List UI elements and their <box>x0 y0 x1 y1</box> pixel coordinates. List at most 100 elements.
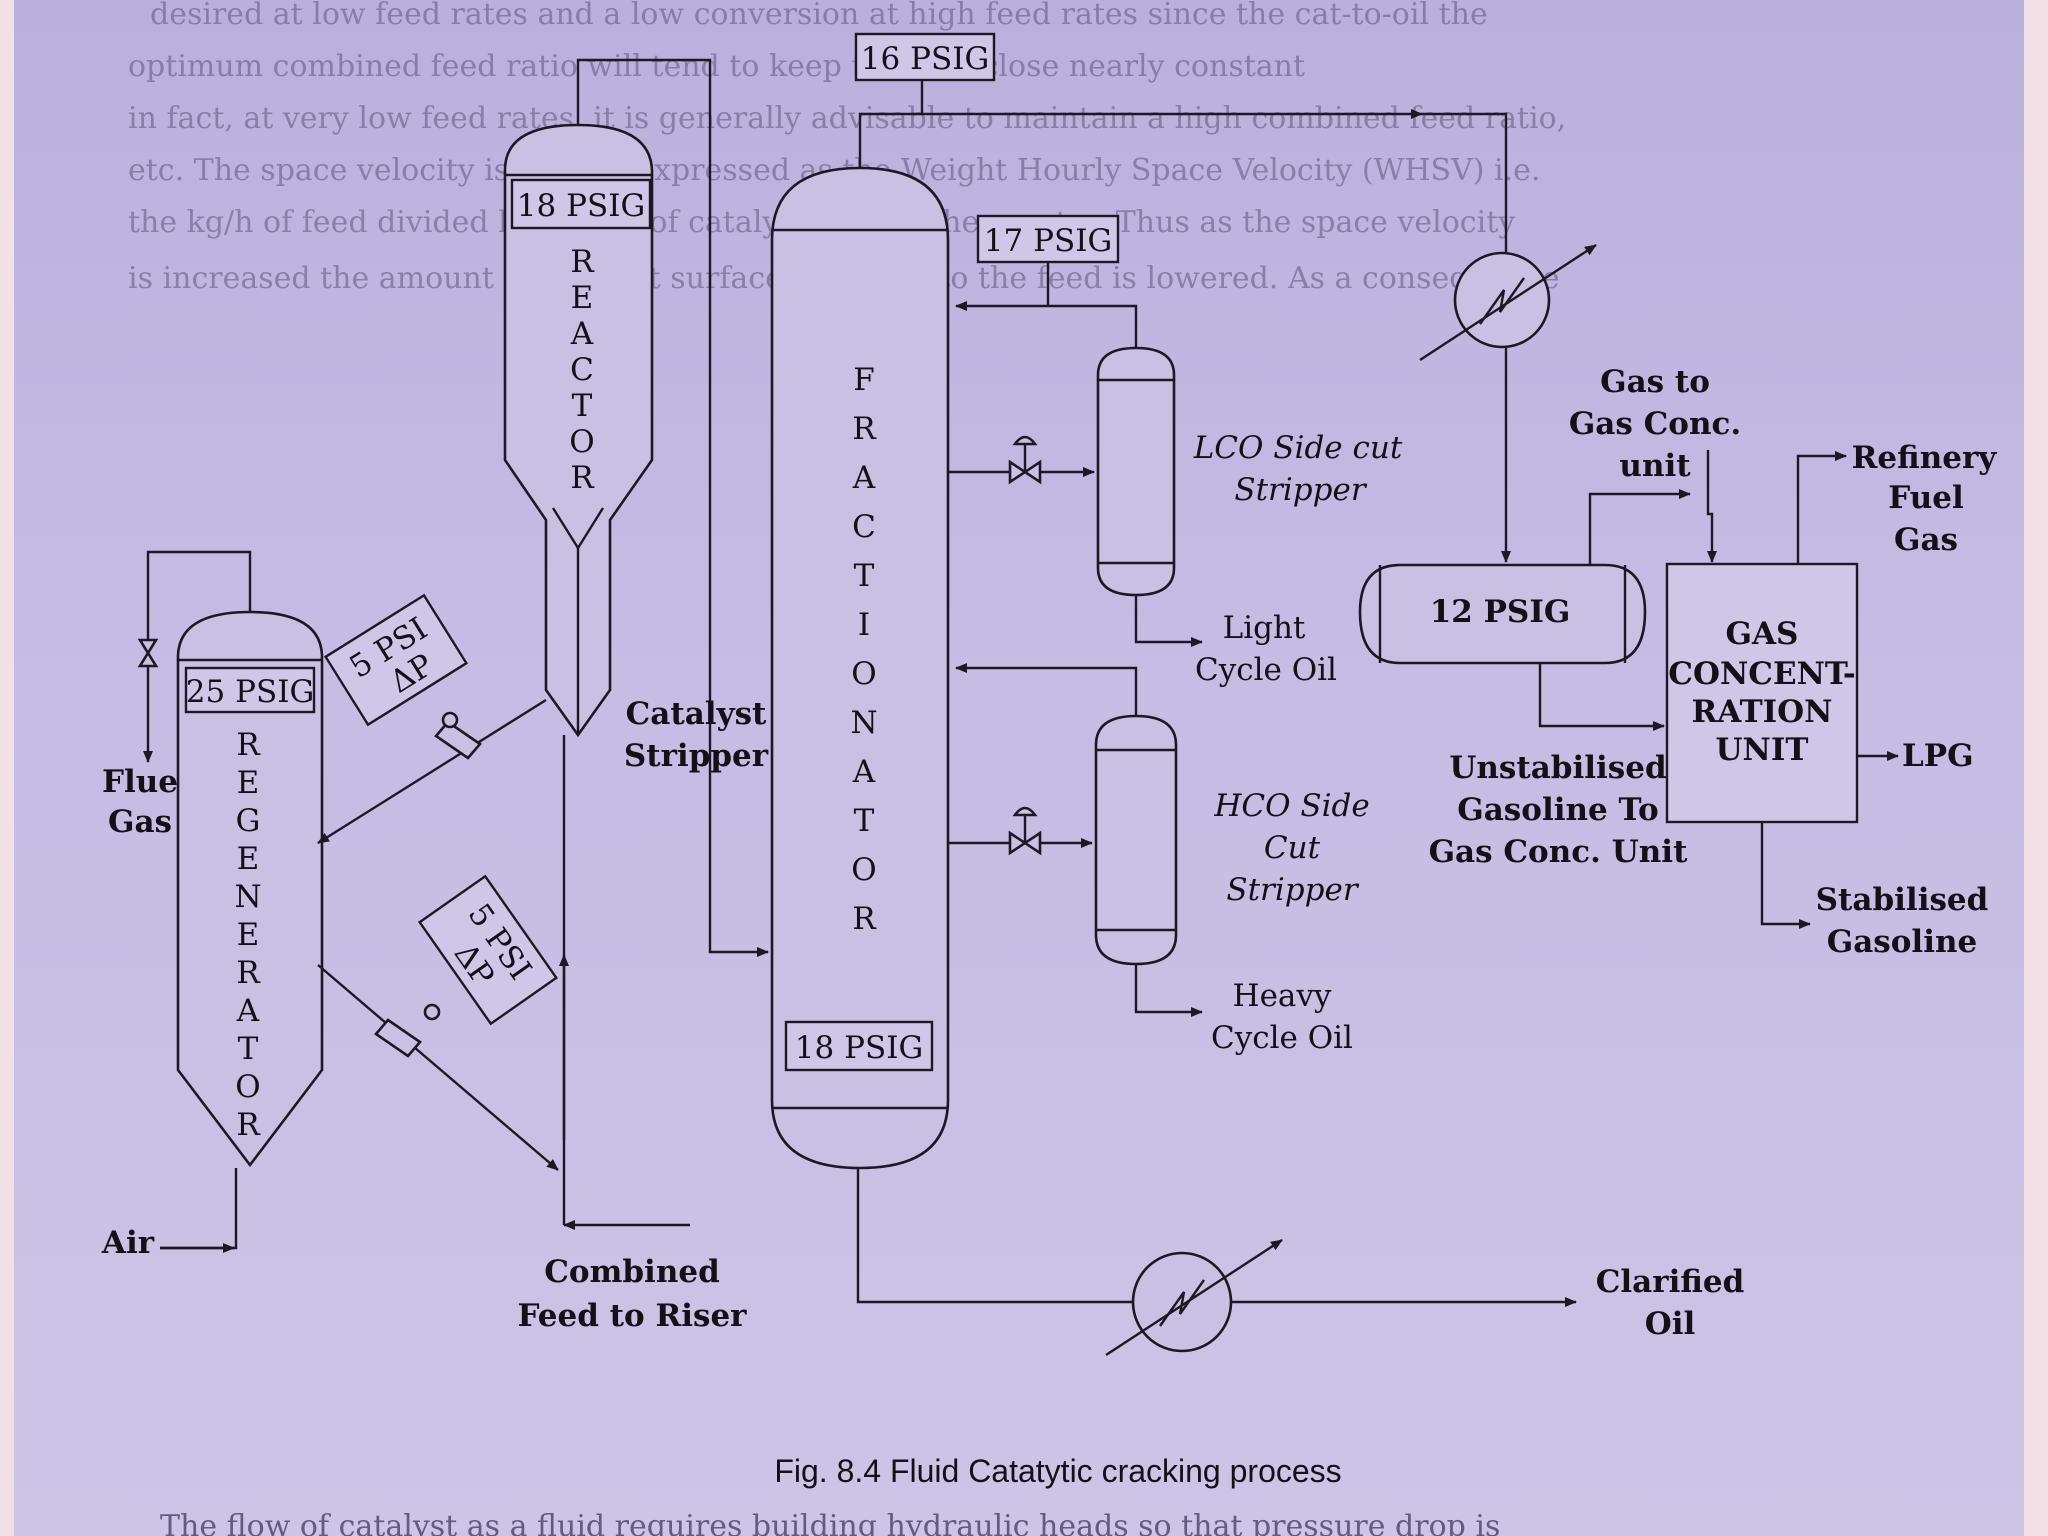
drum-gas-line <box>1588 489 1691 565</box>
lower-slide-valve: 5 PSI ΔP <box>374 874 558 1058</box>
flue-gas-line <box>137 550 252 763</box>
air-label: Air <box>101 1225 155 1261</box>
figure-caption: Fig. 8.4 Fluid Catatytic cracking proces… <box>774 1453 1341 1489</box>
hco-control-valve-icon <box>1008 806 1042 856</box>
light-cycle-oil-label: Light <box>1223 610 1306 646</box>
fractionator-letter: R <box>852 411 877 447</box>
light-cycle-oil-label-line2: Cycle Oil <box>1195 652 1337 688</box>
flue-gas-label-line2: Gas <box>108 804 172 840</box>
fractionator-side-pressure-tag <box>976 214 1120 264</box>
fractionator-top-pressure-tag <box>854 32 996 82</box>
gas-to-unit-label-line2: Gas Conc. <box>1569 406 1741 442</box>
combined-feed-label-line2: Feed to Riser <box>517 1298 747 1334</box>
hco-vapor-return-line <box>955 663 1138 716</box>
air-line <box>160 1168 238 1250</box>
hco-stripper-label-line2: Cut <box>1264 830 1321 866</box>
upper-slide-valve: 5 PSI ΔP <box>323 593 482 760</box>
drum-pressure-label: 12 PSIG <box>1430 594 1571 630</box>
refinery-fuel-gas-label-line2: Fuel <box>1888 480 1964 516</box>
regenerator-pressure-label: 25 PSIG <box>186 674 314 710</box>
light-cycle-oil-line <box>1134 595 1203 647</box>
regenerated-catalyst-line <box>317 964 559 1171</box>
stabilised-gasoline-line <box>1760 822 1811 929</box>
fractionator-letter: T <box>854 803 875 839</box>
condenser-to-drum-line <box>1422 112 1511 563</box>
fractionator-letter: N <box>850 705 877 741</box>
fractionator-letter: C <box>852 509 876 545</box>
fractionator-letter: I <box>858 607 870 643</box>
regenerator-letter: R <box>236 1107 261 1143</box>
regenerator-letter: R <box>236 955 261 991</box>
fractionator-top-pressure-label: 16 PSIG <box>861 41 989 77</box>
regenerator-letter: N <box>234 879 261 915</box>
lco-stripper-label-line2: Stripper <box>1234 472 1367 508</box>
catalyst-stripper-label-line2: Stripper <box>624 738 769 774</box>
unstabilised-gasoline-line <box>1538 663 1665 731</box>
fractionator-bottom-pressure-label: 18 PSIG <box>795 1030 923 1066</box>
clarified-oil-line <box>856 1168 1577 1307</box>
valve-actuator-icon-lower <box>423 1003 441 1021</box>
reactor-pressure-tag <box>510 178 652 230</box>
catalyst-stripper-label: Catalyst <box>626 696 767 732</box>
overhead-vapor-line <box>858 109 1423 168</box>
lco-vapor-return-line <box>955 301 1138 348</box>
reactor-letter: R <box>570 244 595 280</box>
gas-to-unit-label-line3: unit <box>1619 448 1691 484</box>
hco-stripper-label: HCO Side <box>1213 788 1369 824</box>
lco-control-valve-icon <box>1008 435 1042 485</box>
fractionator-bottom-pressure-tag <box>784 1020 934 1072</box>
fractionator-letter: O <box>851 656 876 692</box>
refinery-fuel-gas-label: Refinery <box>1852 440 1998 476</box>
regenerator-pressure-tag <box>184 666 316 714</box>
unstabilised-gasoline-label: Unstabilised <box>1449 750 1666 786</box>
lpg-label: LPG <box>1902 738 1974 774</box>
svg-text:The flow of catalyst as a flui: The flow of catalyst as a fluid requires… <box>160 1509 1500 1536</box>
flue-gas-label: Flue <box>102 764 178 800</box>
svg-text:optimum combined feed ratio wi: optimum combined feed ratio will tend to… <box>128 49 1305 84</box>
fractionator-letter: R <box>852 901 877 937</box>
stabilised-gasoline-label-line2: Gasoline <box>1827 924 1978 960</box>
reactor-letter: A <box>570 316 594 352</box>
reactor-letter: E <box>571 280 594 316</box>
fractionator-letter: A <box>852 460 876 496</box>
regenerator-letter: E <box>237 841 260 877</box>
bottoms-cooler-icon <box>1105 1238 1283 1357</box>
heavy-cycle-oil-label: Heavy <box>1233 978 1332 1014</box>
unstabilised-gasoline-label-line2: Gasoline To <box>1457 792 1659 828</box>
overhead-drum-vessel <box>1358 563 1647 665</box>
fractionator-side-pressure-label: 17 PSIG <box>984 223 1112 259</box>
stabilised-gasoline-label: Stabilised <box>1816 882 1989 918</box>
overhead-condenser-icon <box>1419 243 1597 362</box>
gas-conc-unit-label-line3: RATION <box>1691 694 1832 730</box>
reactor-letter: R <box>570 460 595 496</box>
regenerator-letter: R <box>236 727 261 763</box>
lco-stripper-label: LCO Side cut <box>1193 430 1403 466</box>
regenerator-letter: T <box>238 1031 259 1067</box>
gas-conc-unit-label: GAS <box>1726 616 1799 652</box>
refinery-fuel-gas-label-line3: Gas <box>1894 522 1958 558</box>
gas-to-unit-label: Gas to <box>1600 364 1710 400</box>
gas-concentration-unit-box <box>1665 562 1859 824</box>
regenerator-letter: A <box>236 993 260 1029</box>
svg-text:desired at low feed rates and: desired at low feed rates and a low conv… <box>150 0 1488 32</box>
fractionator-letter: T <box>854 558 875 594</box>
fractionator-letter: A <box>852 754 876 790</box>
svg-text:in fact, at very low feed rate: in fact, at very low feed rates, it is g… <box>128 101 1566 136</box>
lower-dp-tag: 5 PSI ΔP <box>418 874 558 1026</box>
valve-actuator-icon <box>441 711 459 729</box>
hco-stripper-vessel <box>1094 714 1178 966</box>
lco-stripper-vessel <box>1096 346 1176 597</box>
reactor-letter: O <box>569 424 594 460</box>
hco-stripper-label-line3: Stripper <box>1226 872 1359 908</box>
fractionator-letter: O <box>851 852 876 888</box>
upper-dp-tag: 5 PSI ΔP <box>323 593 469 727</box>
regenerator-letter: E <box>237 765 260 801</box>
heavy-cycle-oil-line <box>1134 964 1203 1017</box>
reactor-pressure-label: 18 PSIG <box>517 188 645 224</box>
gas-conc-unit-label-line4: UNIT <box>1716 732 1809 768</box>
refinery-fuel-gas-line <box>1796 451 1847 564</box>
